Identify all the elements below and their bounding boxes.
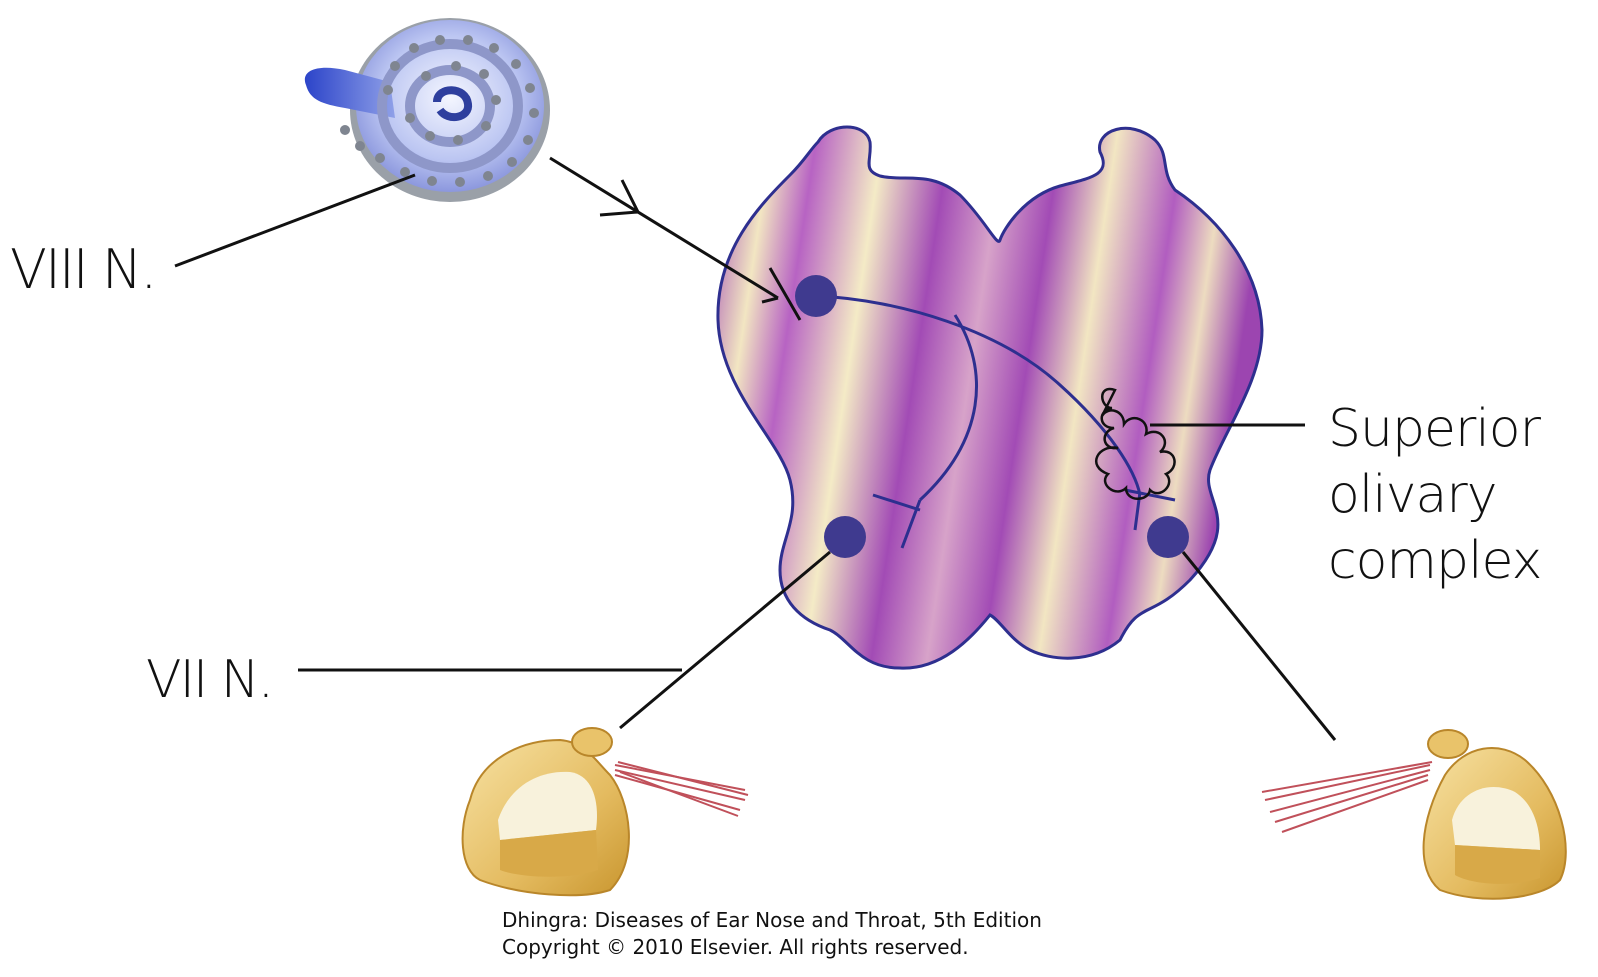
right-facial-nerve xyxy=(1183,552,1335,740)
cochlear-nucleus xyxy=(795,275,837,317)
right-stapes-icon xyxy=(1424,730,1566,899)
viii-leader-line xyxy=(175,175,415,266)
soc-label-line-2: olivary xyxy=(1328,462,1541,528)
soc-label-line-3: complex xyxy=(1328,528,1541,594)
left-facial-nucleus xyxy=(824,516,866,558)
cochlea-illustration xyxy=(305,18,550,202)
right-facial-nucleus xyxy=(1147,516,1189,558)
left-stapedius-muscle xyxy=(615,762,748,816)
left-stapes-icon xyxy=(463,728,629,895)
soc-label-line-1: Superior xyxy=(1328,396,1541,462)
source-credit-line: Dhingra: Diseases of Ear Nose and Throat… xyxy=(502,908,1042,932)
vii-nerve-label: VII N. xyxy=(146,650,272,710)
left-facial-nerve xyxy=(620,552,830,728)
right-stapedius-muscle xyxy=(1262,762,1432,832)
copyright-line: Copyright © 2010 Elsevier. All rights re… xyxy=(502,935,969,959)
viii-nerve-label: VIII N. xyxy=(10,238,155,301)
superior-olivary-complex-label: Superior olivary complex xyxy=(1328,396,1541,594)
brainstem-illustration xyxy=(718,127,1262,668)
